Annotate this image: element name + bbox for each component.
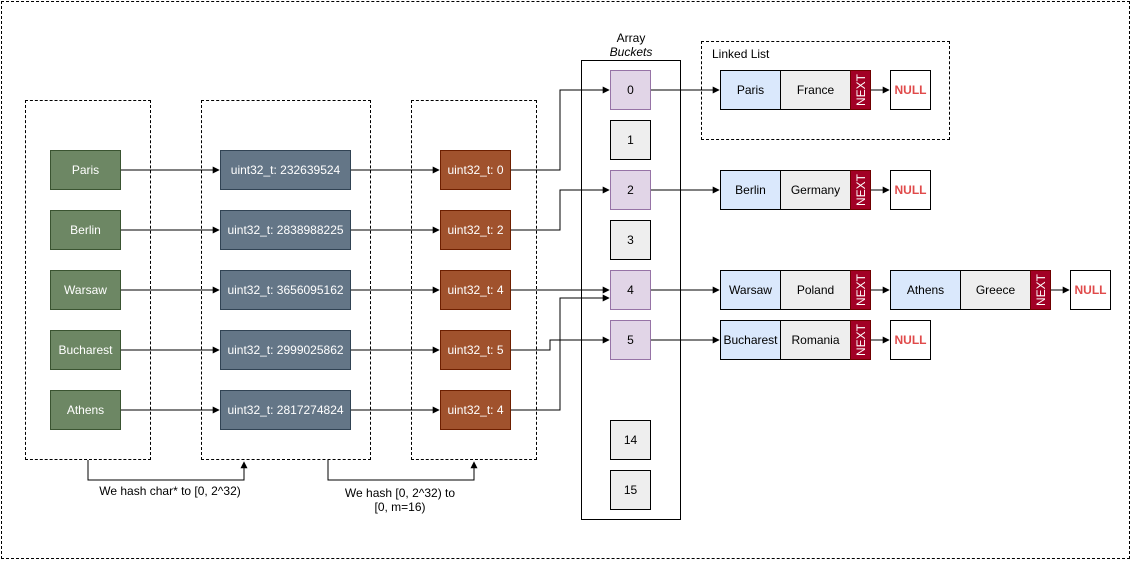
null-terminator: NULL <box>890 320 931 360</box>
hash-athens: uint32_t: 2817274824 <box>220 390 351 430</box>
next-label: NEXT <box>853 273 868 307</box>
next-label: NEXT <box>1033 273 1048 307</box>
bucket-2: 2 <box>610 170 651 210</box>
node-athens-city: Athens <box>890 270 961 310</box>
bucket-1: 1 <box>610 120 651 160</box>
hash-bucharest: uint32_t: 2999025862 <box>220 330 351 370</box>
bucket-4: 4 <box>610 270 651 310</box>
null-terminator: NULL <box>890 70 931 110</box>
bucket-14: 14 <box>610 420 651 460</box>
index-athens: uint32_t: 4 <box>440 390 511 430</box>
key-paris: Paris <box>50 150 121 190</box>
index-bucharest: uint32_t: 5 <box>440 330 511 370</box>
next-pointer: NEXT <box>850 170 871 210</box>
next-label: NEXT <box>853 73 868 107</box>
keys-group <box>25 100 151 460</box>
hash-warsaw: uint32_t: 3656095162 <box>220 270 351 310</box>
next-pointer: NEXT <box>1030 270 1051 310</box>
next-pointer: NEXT <box>850 320 871 360</box>
index-berlin: uint32_t: 2 <box>440 210 511 250</box>
null-terminator: NULL <box>1070 270 1111 310</box>
key-athens: Athens <box>50 390 121 430</box>
node-bucharest-country: Romania <box>780 320 851 360</box>
index-paris: uint32_t: 0 <box>440 150 511 190</box>
node-athens-country: Greece <box>960 270 1031 310</box>
next-pointer: NEXT <box>850 70 871 110</box>
hash-berlin: uint32_t: 2838988225 <box>220 210 351 250</box>
next-pointer: NEXT <box>850 270 871 310</box>
key-warsaw: Warsaw <box>50 270 121 310</box>
node-bucharest-city: Bucharest <box>720 320 781 360</box>
node-berlin-country: Germany <box>780 170 851 210</box>
array-subtitle: Buckets <box>609 45 653 59</box>
next-label: NEXT <box>853 323 868 357</box>
bucket-3: 3 <box>610 220 651 260</box>
bucket-15: 15 <box>610 470 651 510</box>
null-terminator: NULL <box>890 170 931 210</box>
linked-list-label: Linked List <box>712 47 770 61</box>
hashes-group <box>201 100 371 460</box>
caption-mod-line2: [0, m=16) <box>374 500 426 514</box>
caption-hash-to-uint32: We hash char* to [0, 2^32) <box>99 484 241 498</box>
hash-paris: uint32_t: 232639524 <box>220 150 351 190</box>
indices-group <box>411 100 537 460</box>
node-warsaw-country: Poland <box>780 270 851 310</box>
node-paris-city: Paris <box>720 70 781 110</box>
caption-mod-line1: We hash [0, 2^32) to <box>344 486 456 500</box>
array-title: Array <box>616 31 646 45</box>
bucket-5: 5 <box>610 320 651 360</box>
index-warsaw: uint32_t: 4 <box>440 270 511 310</box>
key-berlin: Berlin <box>50 210 121 250</box>
node-warsaw-city: Warsaw <box>720 270 781 310</box>
key-bucharest: Bucharest <box>50 330 121 370</box>
next-label: NEXT <box>853 173 868 207</box>
node-berlin-city: Berlin <box>720 170 781 210</box>
bucket-0: 0 <box>610 70 651 110</box>
node-paris-country: France <box>780 70 851 110</box>
